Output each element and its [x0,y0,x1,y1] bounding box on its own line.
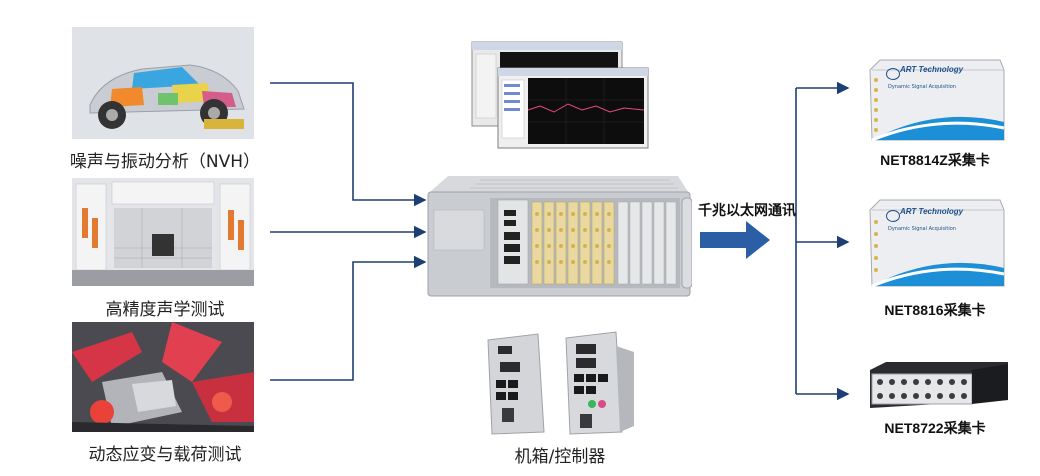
anechoic-chamber-icon [72,178,254,286]
oscilloscope-software-icon [471,41,649,149]
product-label-8816: NET8816采集卡 [884,302,986,318]
art-logo-icon [886,210,900,222]
controller-label: 机箱/控制器 [514,447,606,467]
car-cutaway-icon [72,27,254,139]
controller-image [482,328,642,436]
art-logo-icon [886,68,900,80]
photo-nvh [72,27,254,139]
product-brand-8814z: ART Technology [900,65,964,74]
product-label-8722: NET8722采集卡 [884,420,986,436]
photo-strain [72,322,254,432]
ethernet-big-arrow [700,221,770,259]
robot-welding-icon [72,322,254,432]
connector-strain [270,255,427,381]
product-net8722-image [866,360,1012,412]
connector-nvh [270,82,427,207]
product-brand-8816: ART Technology [900,207,964,216]
product-label-8814z: NET8814Z采集卡 [880,152,990,168]
photo-acoustic [72,178,254,286]
product-net8814z-image: ART Technology Dynamic Signal Acquisitio… [866,56,1006,146]
application-label-nvh: 噪声与振动分析（NVH） [69,152,261,172]
application-label-acoustic: 高精度声学测试 [105,300,225,320]
ethernet-link-label: 千兆以太网通讯 [698,202,796,218]
controller-modules-icon [487,331,634,435]
chassis-image [420,170,693,300]
application-label-strain: 动态应变与载荷测试 [88,445,242,465]
product-tagline-8816: Dynamic Signal Acquisition [888,226,956,232]
pxi-chassis-icon [427,176,693,297]
product-tagline-8814z: Dynamic Signal Acquisition [888,84,956,90]
product-net8816-image: ART Technology Dynamic Signal Acquisitio… [866,196,1006,292]
software-screenshots [470,40,650,150]
